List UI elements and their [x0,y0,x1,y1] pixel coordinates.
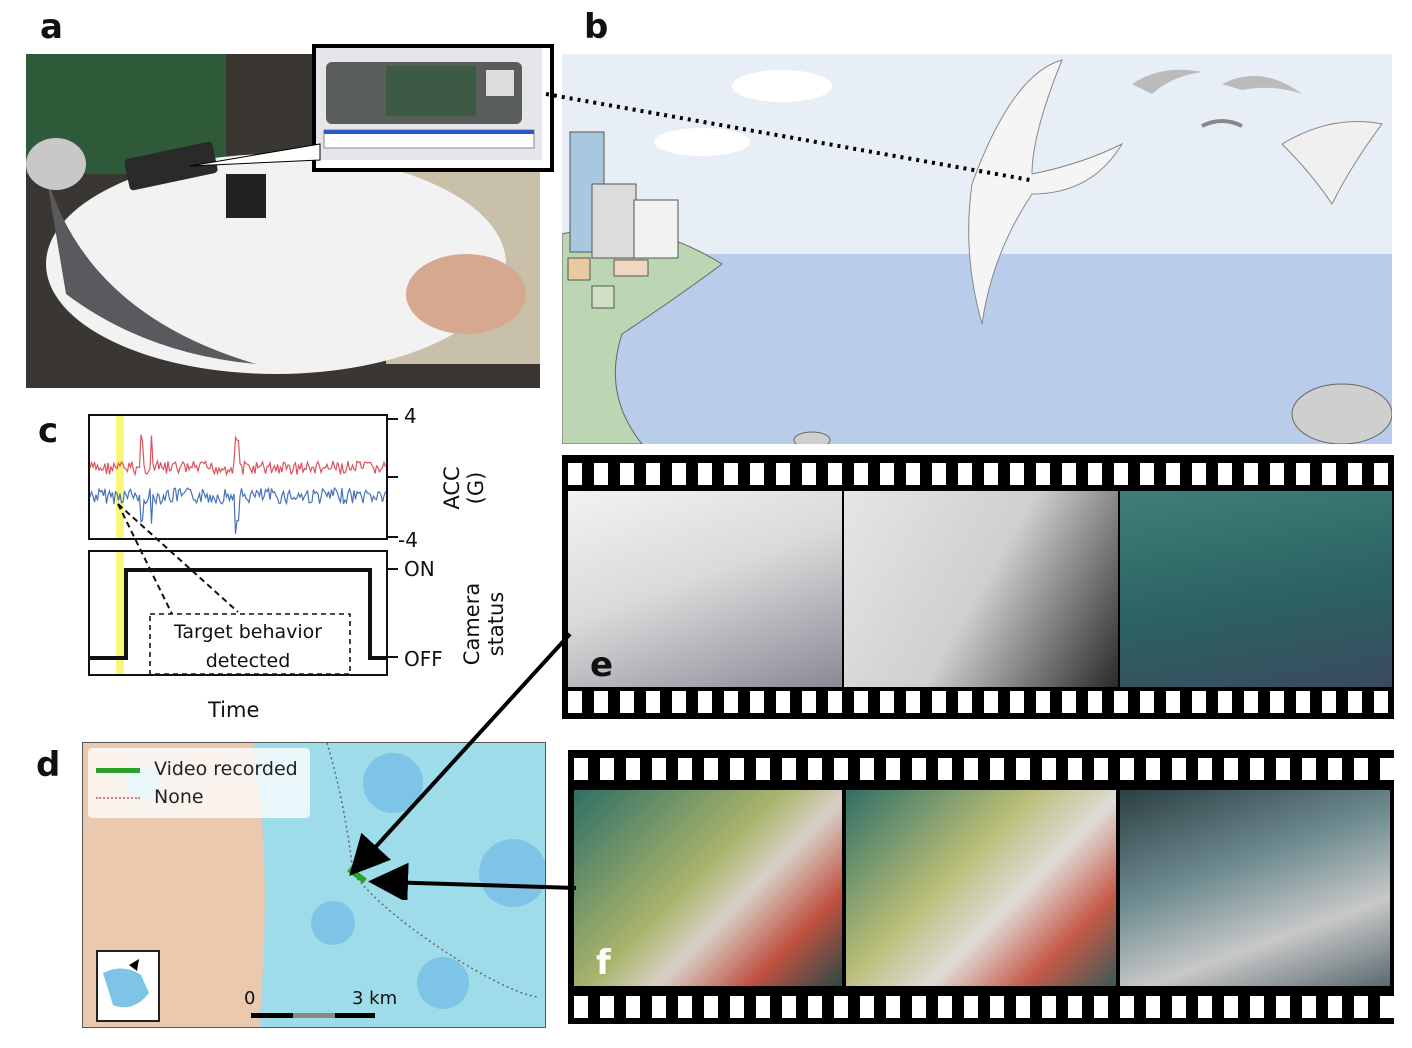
acc-plot [88,414,388,540]
camera-off-label: OFF [404,647,443,671]
panel-label-d: d [36,745,61,785]
acc-ymax: 4 [404,404,417,428]
panel-label-b: b [584,7,609,47]
acc-signal-chart [89,416,387,538]
panel-label-a: a [40,7,63,47]
device-inset [312,44,554,172]
acc-ymin: -4 [398,528,418,552]
gull-illustration [562,54,1392,444]
legend-swatch-none [96,797,140,799]
annotation-dashes [117,503,239,615]
legend-swatch-video [96,768,140,773]
acc-ylabel: ACC (G) [440,466,488,510]
panel-label-f: f [596,943,611,983]
map-legend [88,748,310,818]
dotted-connector [545,92,1031,182]
scale-start: 0 [244,988,256,1009]
target-annotation: Target behavior detected [173,621,323,672]
time-xlabel: Time [208,698,260,722]
panel-label-c: c [38,411,59,451]
legend-label-video: Video recorded [154,758,298,780]
film-strip-e [562,455,1394,719]
inset-callout [189,143,321,167]
arrows-to-map [349,632,577,900]
legend-label-none: None [154,786,204,808]
scale-end: 3 km [352,988,398,1009]
panel-label-e: e [590,645,614,685]
film-strip-f [568,750,1394,1024]
camera-on-label: ON [404,557,435,581]
camera-plot [88,550,388,676]
